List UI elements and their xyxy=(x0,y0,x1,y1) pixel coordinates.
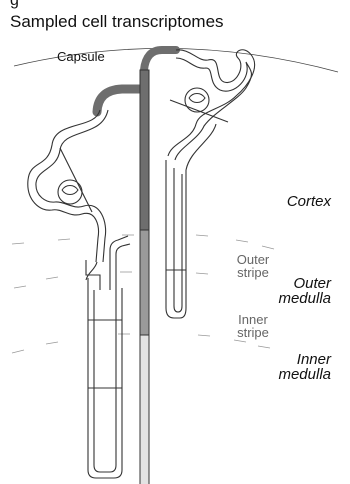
duct-outer-medulla-segment xyxy=(140,230,149,335)
outer-medulla-line2: medulla xyxy=(278,291,331,306)
inner-medulla-line1: Inner xyxy=(278,352,331,367)
outer-medulla-label: Outer medulla xyxy=(278,276,331,306)
long-loop-nephron xyxy=(28,110,130,478)
glomerulus-right xyxy=(185,88,209,112)
inner-medulla-label: Inner medulla xyxy=(278,352,331,382)
duct-inner-medulla-segment xyxy=(140,335,149,484)
outer-medulla-line1: Outer xyxy=(278,276,331,291)
collecting-duct xyxy=(97,50,176,484)
inner-medulla-line2: medulla xyxy=(278,367,331,382)
capsule-label: Capsule xyxy=(57,49,105,64)
outer-stripe-label: Outer stripe xyxy=(231,253,275,279)
cortex-label: Cortex xyxy=(287,193,331,210)
boundary-outer-inner-stripe xyxy=(14,272,208,288)
inner-stripe-line2: stripe xyxy=(231,326,275,339)
connecting-tubule xyxy=(97,89,143,112)
outer-stripe-line2: stripe xyxy=(231,266,275,279)
duct-cortex-segment xyxy=(140,70,149,230)
inner-stripe-label: Inner stripe xyxy=(231,313,275,339)
